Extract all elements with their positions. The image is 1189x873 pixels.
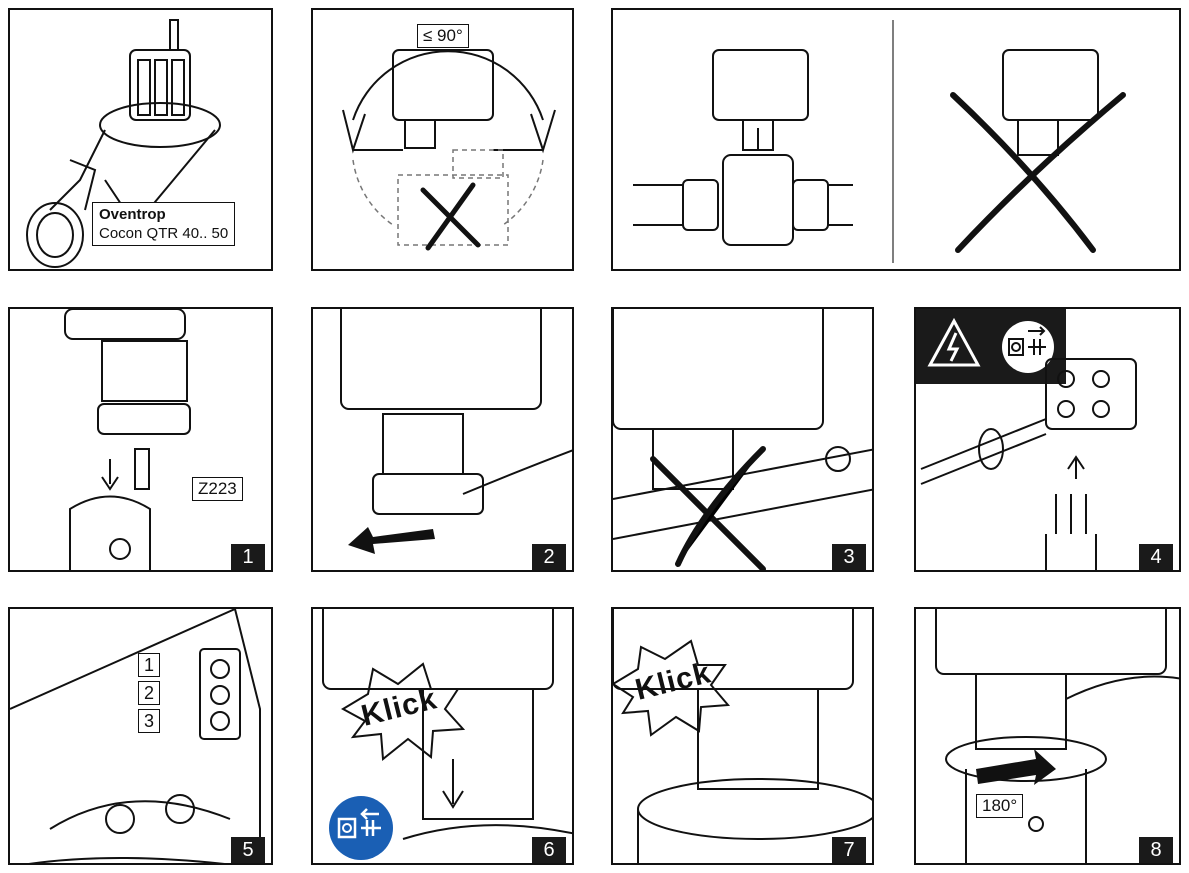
panel-step-3: 3 xyxy=(611,307,874,572)
valve-model-label: Oventrop Cocon QTR 40.. 50 xyxy=(92,202,235,246)
step-number-7: 7 xyxy=(832,837,866,863)
adapter-fit-illustration xyxy=(10,309,273,572)
terminal-label-3: 3 xyxy=(138,709,160,733)
panel-step-2: 2 xyxy=(311,307,574,572)
step-number-1: 1 xyxy=(231,544,265,570)
terminal-label-1: 1 xyxy=(138,653,160,677)
electrical-hazard-icon xyxy=(930,321,978,365)
panel-step-8: 180° 8 xyxy=(914,607,1181,865)
panel-step-7: Klick 7 xyxy=(611,607,874,865)
terminal-label-2: 2 xyxy=(138,681,160,705)
snap-illustration xyxy=(613,609,874,865)
power-reconnect-icon xyxy=(327,794,397,864)
adapter-code-label: Z223 xyxy=(192,477,243,501)
panel-step-5: 1 2 3 5 xyxy=(8,607,273,865)
no-wrench-illustration xyxy=(613,309,874,572)
wiring-illustration xyxy=(916,309,1181,572)
vertical-mounting-illustration xyxy=(613,10,1181,271)
terminal-wiring-illustration xyxy=(10,609,273,865)
rotate-illustration xyxy=(916,609,1181,865)
step-number-2: 2 xyxy=(532,544,566,570)
valve-model: Cocon QTR 40.. 50 xyxy=(99,225,228,242)
step-number-8: 8 xyxy=(1139,837,1173,863)
panel-step-6: Klick 6 xyxy=(311,607,574,865)
panel-valve-overview: Oventrop Cocon QTR 40.. 50 xyxy=(8,8,273,271)
panel-step-4: 4 xyxy=(914,307,1181,572)
valve-brand: Oventrop xyxy=(99,205,228,224)
tighten-ring-illustration xyxy=(313,309,574,572)
step-number-4: 4 xyxy=(1139,544,1173,570)
step-number-3: 3 xyxy=(832,544,866,570)
mounting-angle-illustration xyxy=(313,10,574,271)
panel-step-1: Z223 1 xyxy=(8,307,273,572)
panel-vertical-mounting xyxy=(611,8,1181,271)
mounting-angle-label: ≤ 90° xyxy=(417,24,469,48)
step-number-5: 5 xyxy=(231,837,265,863)
step-number-6: 6 xyxy=(532,837,566,863)
rotation-label: 180° xyxy=(976,794,1023,818)
panel-mounting-angle: ≤ 90° xyxy=(311,8,574,271)
